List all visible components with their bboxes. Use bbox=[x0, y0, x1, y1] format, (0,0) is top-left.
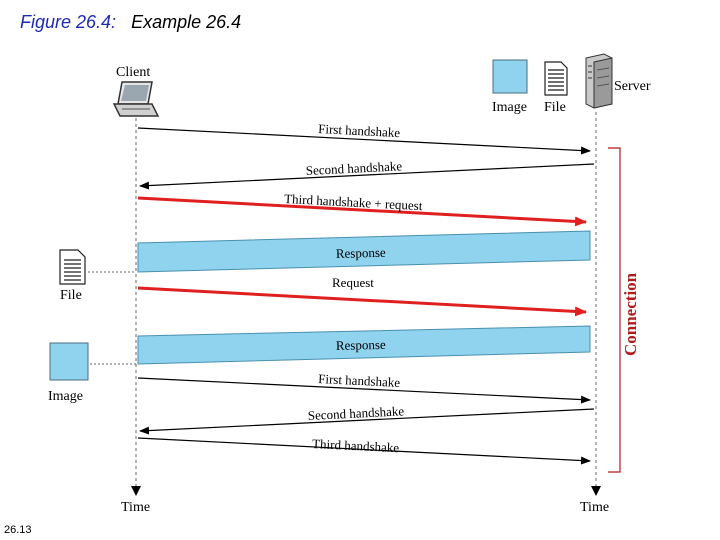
first-handshake-arrow bbox=[137, 127, 591, 155]
third-handshake-request-arrow bbox=[137, 196, 587, 227]
server-icon bbox=[585, 53, 613, 109]
response-band bbox=[137, 325, 591, 365]
third-handshake-close-arrow bbox=[137, 437, 591, 465]
client-time-label: Time bbox=[121, 500, 150, 515]
figure-label: Figure 26.4: bbox=[20, 12, 117, 32]
first-handshake-close-label: First handshake bbox=[318, 371, 401, 390]
server-time-arrowhead bbox=[591, 486, 601, 496]
second-handshake-close-label: Second handshake bbox=[307, 403, 404, 423]
server-file-label: File bbox=[544, 100, 566, 115]
client-file-icon bbox=[59, 249, 86, 285]
server-file-icon bbox=[544, 61, 568, 96]
response-label: Response bbox=[336, 245, 386, 261]
first-handshake-label: First handshake bbox=[318, 121, 401, 140]
client-file-label: File bbox=[60, 288, 82, 303]
server-image-label: Image bbox=[492, 100, 527, 115]
server-image-icon bbox=[492, 59, 528, 94]
first-handshake-close-arrow bbox=[137, 377, 591, 404]
slide-number: 26.13 bbox=[4, 524, 32, 536]
client-image-icon bbox=[49, 342, 89, 381]
figure-caption: Example 26.4 bbox=[131, 12, 242, 32]
server-label: Server bbox=[614, 79, 651, 94]
second-handshake-label: Second handshake bbox=[305, 158, 402, 178]
connection-label: Connection bbox=[621, 272, 640, 356]
connection-bracket bbox=[608, 147, 621, 473]
second-handshake-close-arrow bbox=[139, 408, 595, 435]
client-label: Client bbox=[116, 65, 150, 80]
third-handshake-request-label: Third handshake + request bbox=[284, 191, 423, 213]
request-arrow bbox=[137, 286, 587, 317]
second-handshake-arrow bbox=[139, 163, 595, 190]
laptop-icon bbox=[112, 81, 160, 117]
client-image-label: Image bbox=[48, 389, 83, 404]
third-handshake-close-label: Third handshake bbox=[312, 436, 400, 455]
response-band bbox=[137, 230, 591, 273]
request-label: Request bbox=[332, 275, 374, 290]
figure-title: Figure 26.4: Example 26.4 bbox=[20, 12, 241, 33]
response-label: Response bbox=[336, 337, 386, 353]
client-time-arrowhead bbox=[131, 486, 141, 496]
server-time-label: Time bbox=[580, 500, 609, 515]
